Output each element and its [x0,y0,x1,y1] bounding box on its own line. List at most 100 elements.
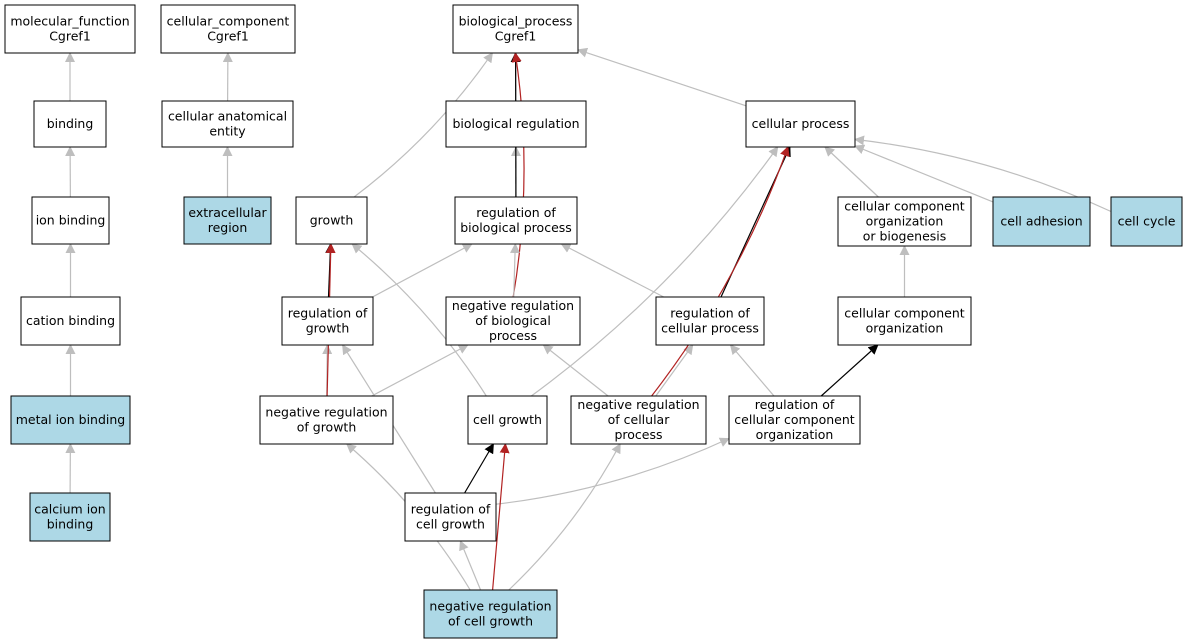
node-label-line: organization [866,214,944,229]
node-label-line: process [614,427,662,442]
node-box [454,196,578,245]
edge-ccob-to-cellproc [824,146,879,198]
node-box [33,100,107,148]
node-cell-cycle[interactable]: cell cycle [1110,196,1183,247]
node-label-line: cellular component [844,199,964,214]
node-box [423,589,558,639]
node-cell-adhesion[interactable]: cell adhesion [992,196,1091,247]
node-label-line: cellular process [752,116,850,131]
node-box [445,296,581,346]
node-label-line: molecular_function [10,14,129,29]
node-label-line: region [208,220,248,235]
node-ion-binding[interactable]: ion binding [31,196,110,245]
edge-regcco-to-cco [820,344,879,397]
node-label-line: cellular component [734,412,854,427]
node-label-line: regulation of [670,306,750,321]
node-metal-ion-binding[interactable]: metal ion binding [10,395,131,445]
node-label-line: calcium ion [34,502,105,517]
node-box [404,492,497,542]
node-label-line: cell growth [473,412,542,427]
edge-negregbio-to-bp-root [511,52,525,298]
edge-cellproc-to-bp-root [577,47,747,107]
node-box [1110,196,1183,247]
edge-regcco-to-regcell [729,344,775,397]
node-label-line: biological process [460,220,572,235]
node-box [837,196,972,247]
node-cation-binding[interactable]: cation binding [20,296,121,346]
edge-negregcell-to-cellproc [651,146,790,397]
node-label-line: metal ion binding [16,412,126,427]
node-label-line: cation binding [26,313,115,328]
node-cellular-process[interactable]: cellular process [745,100,856,148]
node-label-line: cellular process [661,321,759,336]
node-label-line: of biological [475,313,551,328]
node-box [31,196,110,245]
node-label-line: regulation of [411,502,491,517]
node-label-line: organization [866,321,944,336]
node-label-line: cell cycle [1118,214,1176,229]
node-label-line: regulation of [476,205,556,220]
node-label-line: biological regulation [452,116,579,131]
node-biological-regulation[interactable]: biological regulation [445,100,587,148]
node-label-line: entity [209,124,246,139]
node-label-line: biological_process [459,14,573,29]
node-label-line: Cgref1 [207,29,249,44]
node-label-line: Cgref1 [49,29,91,44]
edge-regcellgrowth-to-cellgrowth [464,443,494,494]
node-label-line: cell growth [416,517,485,532]
node-label-line: cell adhesion [1000,214,1082,229]
node-label-line: negative regulation [452,298,574,313]
node-box [259,395,394,445]
edge-growth-to-bp-root [353,52,493,198]
node-growth[interactable]: growth [295,196,368,245]
node-binding[interactable]: binding [33,100,107,148]
edge-negregcell-to-negregbio [542,344,609,397]
node-label-line: cellular anatomical [168,109,287,124]
node-label-line: regulation of [755,397,835,412]
node-box [281,296,374,346]
edge-regcellgrowth-to-regcco [495,437,730,505]
node-label-line: cellular component [844,306,964,321]
edge-negregcellgrowth-to-cellgrowth [492,443,510,591]
edge-negregcellgrowth-to-regcellgrowth [459,540,482,591]
node-box [10,395,131,445]
node-box [467,395,548,445]
node-label-line: negative regulation [265,405,387,420]
node-label-line: ion binding [36,213,106,228]
node-box [20,296,121,346]
node-box [452,4,579,54]
node-label-line: of growth [297,420,357,435]
node-box [445,100,587,148]
node-cell-growth[interactable]: cell growth [467,395,548,445]
node-label-line: growth [306,321,350,336]
node-label-line: of cell growth [448,614,533,629]
node-box [745,100,856,148]
node-label-line: or biogenesis [863,229,947,244]
edge-negregcell-to-regcell [655,344,694,397]
edge-celladh-to-cellproc [854,144,994,203]
edge-cellgrowth-to-growth [351,243,487,397]
node-box [161,100,294,148]
node-box [29,492,111,542]
node-label-line: cellular_component [167,14,290,29]
nodes-layer: molecular_functionCgref1cellular_compone… [4,4,1183,639]
edge-negregcellgrowth-to-negregcell [508,443,621,591]
node-label-line: of cellular [608,412,671,427]
